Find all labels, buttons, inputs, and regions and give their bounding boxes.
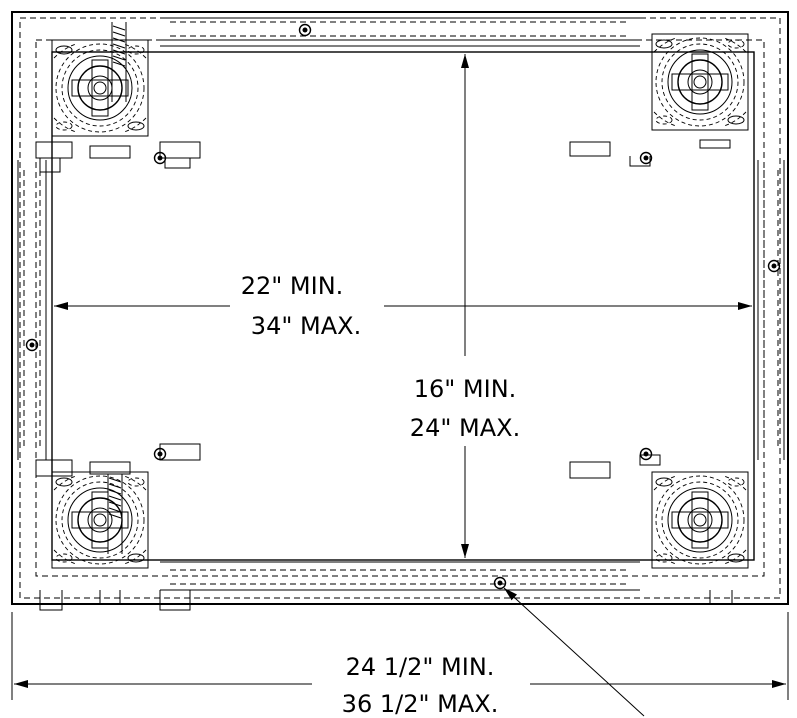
threaded-rod-top bbox=[112, 25, 126, 67]
caster-top-left bbox=[51, 39, 149, 137]
bolt-icon bbox=[493, 576, 507, 590]
width-min-label: 22" MIN. bbox=[241, 272, 344, 300]
caster-top-right bbox=[651, 33, 749, 131]
bolt-icon bbox=[298, 23, 312, 37]
width-max-label: 34" MAX. bbox=[251, 312, 361, 340]
depth-min-label: 16" MIN. bbox=[414, 375, 517, 403]
overall-max-label: 36 1/2" MAX. bbox=[342, 690, 499, 718]
leader-line bbox=[503, 587, 645, 717]
overall-min-label: 24 1/2" MIN. bbox=[346, 653, 495, 681]
corner-brackets bbox=[35, 22, 733, 611]
caster-bottom-left bbox=[51, 471, 149, 569]
bolt-icon bbox=[639, 447, 653, 461]
caster-bottom-right bbox=[651, 471, 749, 569]
frame-outline bbox=[11, 11, 789, 605]
extension-lines bbox=[11, 612, 789, 700]
depth-max-label: 24" MAX. bbox=[410, 414, 520, 442]
threaded-rod-bottom bbox=[108, 477, 122, 519]
